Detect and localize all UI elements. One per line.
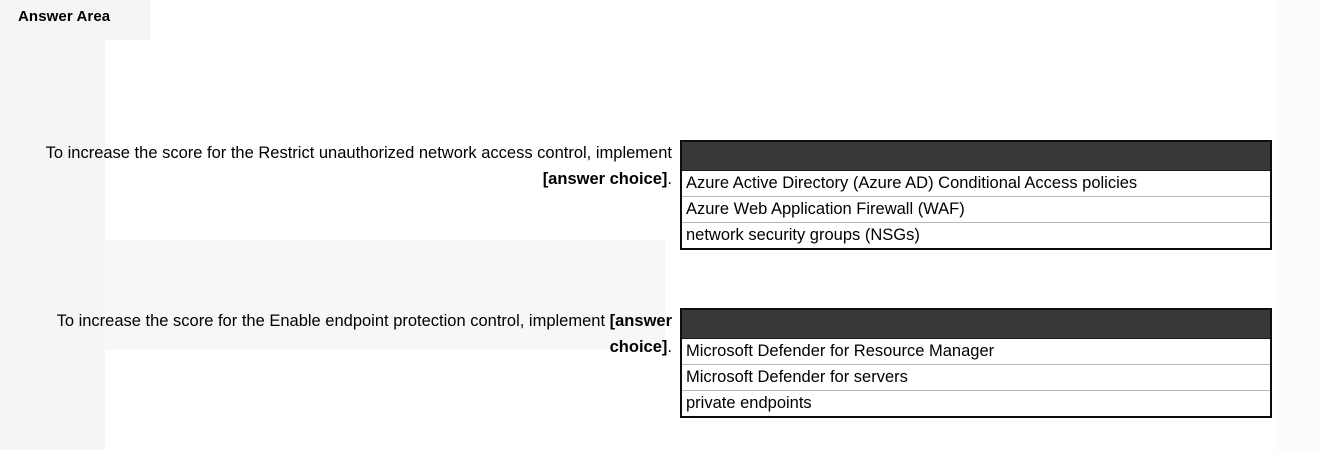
question-1-dropdown-options: Azure Active Directory (Azure AD) Condit… (682, 171, 1270, 248)
question-1-option-1[interactable]: Azure Active Directory (Azure AD) Condit… (682, 171, 1270, 197)
question-1-dropdown-selected-value[interactable] (682, 142, 1270, 171)
question-block-1: To increase the score for the Restrict u… (0, 140, 1272, 250)
question-2-option-2[interactable]: Microsoft Defender for servers (682, 365, 1270, 391)
question-1-option-2[interactable]: Azure Web Application Firewall (WAF) (682, 197, 1270, 223)
question-2-dropdown-selected-value[interactable] (682, 310, 1270, 339)
question-1-prompt-line2-prefix: implement (595, 144, 672, 162)
page-title: Answer Area (18, 8, 111, 25)
question-1-option-3[interactable]: network security groups (NSGs) (682, 223, 1270, 248)
question-2-dropdown-options: Microsoft Defender for Resource Manager … (682, 339, 1270, 416)
question-1-prompt: To increase the score for the Restrict u… (0, 140, 680, 192)
question-2-prompt-line2-suffix: . (667, 338, 672, 356)
question-1-prompt-line1: To increase the score for the Restrict u… (45, 144, 592, 162)
question-2-option-1[interactable]: Microsoft Defender for Resource Manager (682, 339, 1270, 365)
question-2-answer-choice-token: [answer choice] (609, 312, 672, 356)
question-2-prompt: To increase the score for the Enable end… (0, 308, 680, 360)
question-block-2: To increase the score for the Enable end… (0, 308, 1272, 418)
question-1-dropdown[interactable]: Azure Active Directory (Azure AD) Condit… (680, 140, 1272, 250)
question-1-answer-choice-token: [answer choice] (542, 170, 668, 188)
question-1-prompt-line2-suffix: . (667, 170, 672, 188)
question-2-dropdown[interactable]: Microsoft Defender for Resource Manager … (680, 308, 1272, 418)
background-tint-right (1275, 0, 1321, 450)
question-2-option-3[interactable]: private endpoints (682, 391, 1270, 416)
question-2-prompt-line1: To increase the score for the Enable end… (56, 312, 606, 330)
